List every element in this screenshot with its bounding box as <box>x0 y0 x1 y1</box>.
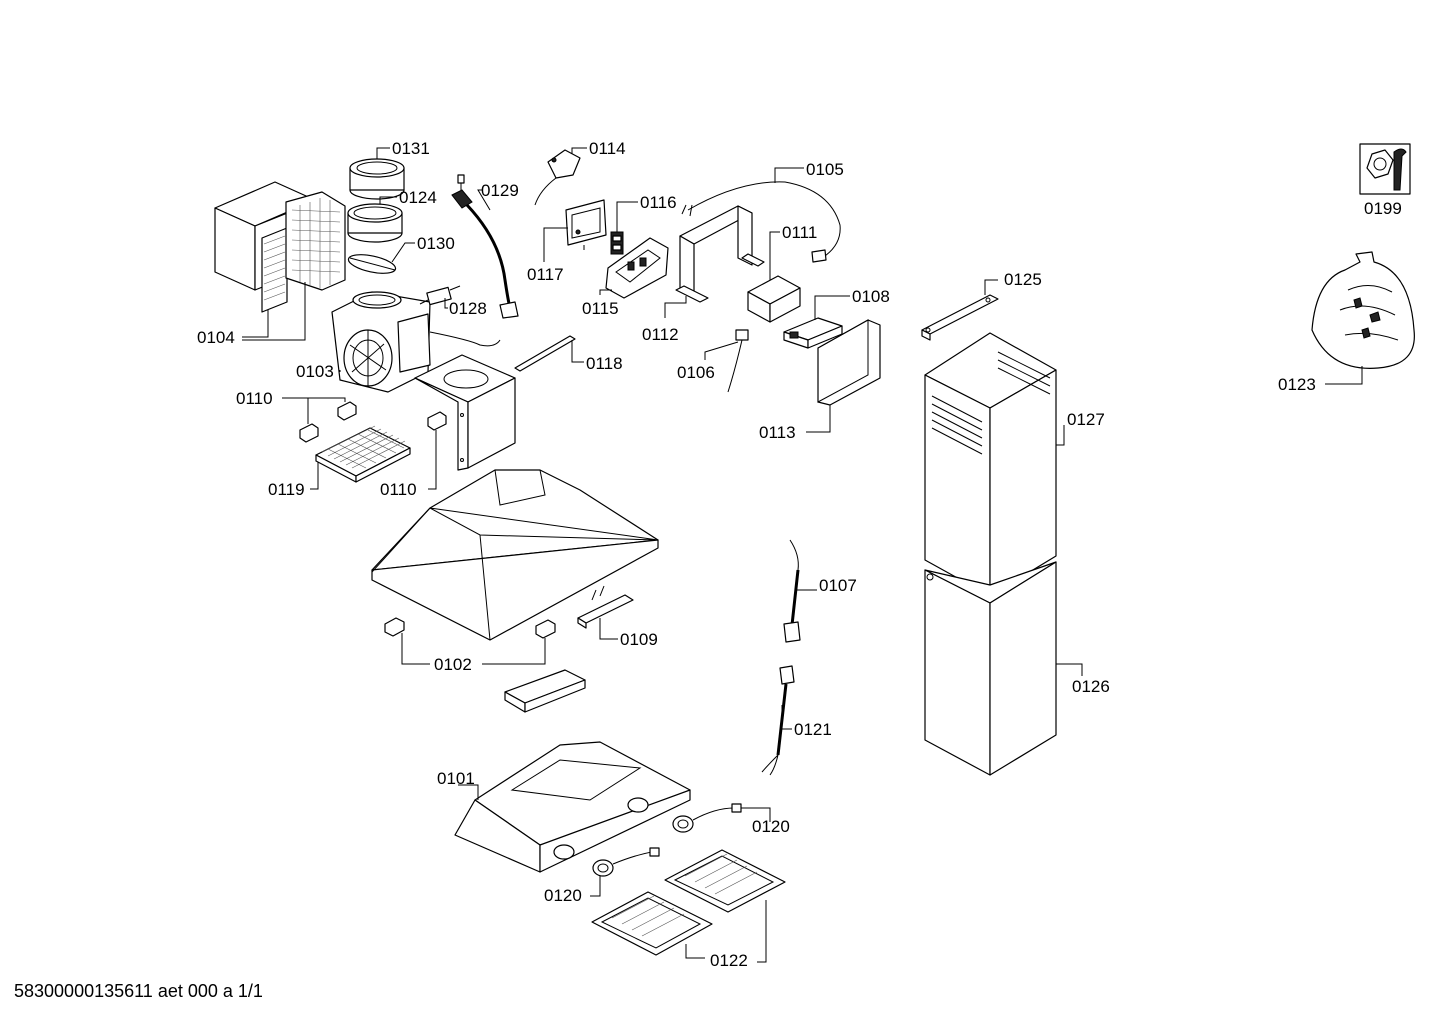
label-0111: 0111 <box>782 223 817 242</box>
part-0106-connector[interactable] <box>727 329 749 393</box>
label-0124: 0124 <box>399 188 437 207</box>
part-0129-cable[interactable] <box>451 174 519 319</box>
wrench-nut-icon[interactable] <box>1359 143 1411 195</box>
label-0126: 0126 <box>1072 677 1110 696</box>
label-0129: 0129 <box>481 181 519 200</box>
document-id-footer: 58300000135611 aet 000 a 1/1 <box>14 981 263 1001</box>
label-0116: 0116 <box>640 193 677 212</box>
part-0101-lower-housing[interactable] <box>454 741 691 873</box>
label-0121: 0121 <box>794 720 832 739</box>
part-0131-flange[interactable] <box>349 158 405 200</box>
label-0106: 0106 <box>677 363 715 382</box>
label-0110-b: 0110 <box>380 480 417 499</box>
label-0122: 0122 <box>710 951 748 970</box>
label-0199: 0199 <box>1364 199 1402 218</box>
part-0110-clips[interactable] <box>299 401 447 443</box>
part-0103-blower-motor[interactable] <box>331 291 501 393</box>
label-0102: 0102 <box>434 655 472 674</box>
label-0117: 0117 <box>527 265 564 284</box>
label-0103: 0103 <box>296 362 334 381</box>
label-0120-a: 0120 <box>752 817 790 836</box>
label-0128: 0128 <box>449 299 487 318</box>
accessory-bag-icon[interactable] <box>1311 251 1415 369</box>
label-0110-a: 0110 <box>236 389 273 408</box>
part-0105-wiring[interactable] <box>681 181 841 263</box>
part-0119-grease-filter[interactable] <box>315 425 411 483</box>
part-0121-harness[interactable] <box>761 665 795 776</box>
label-0125: 0125 <box>1004 270 1042 289</box>
part-lamp-tray[interactable] <box>504 669 586 713</box>
label-0130: 0130 <box>417 234 455 253</box>
part-0111-ballast-box[interactable] <box>747 275 801 323</box>
label-0131: 0131 <box>392 139 430 158</box>
part-0124-flange[interactable] <box>347 203 403 243</box>
part-0112-cover[interactable] <box>675 205 765 303</box>
part-0115-control-box[interactable] <box>605 237 669 299</box>
part-0117-bracket[interactable] <box>565 199 607 250</box>
label-0123: 0123 <box>1278 375 1316 394</box>
label-0127: 0127 <box>1067 410 1105 429</box>
part-0125-bracket[interactable] <box>921 294 999 341</box>
part-0126-lower-chimney[interactable] <box>924 561 1057 776</box>
label-0108: 0108 <box>852 287 890 306</box>
label-0115: 0115 <box>582 299 619 318</box>
part-0127-upper-chimney[interactable] <box>924 332 1057 597</box>
part-0114-plug[interactable] <box>534 149 581 206</box>
label-0109: 0109 <box>620 630 658 649</box>
part-0122-filters[interactable] <box>591 849 786 956</box>
label-0107: 0107 <box>819 576 857 595</box>
part-hood-canopy[interactable] <box>371 469 659 641</box>
label-0101: 0101 <box>437 769 475 788</box>
label-0120-b: 0120 <box>544 886 582 905</box>
label-0118: 0118 <box>586 354 623 373</box>
part-0118-strip[interactable] <box>514 335 576 372</box>
part-0130-valve[interactable] <box>347 251 397 277</box>
part-0107-harness[interactable] <box>783 539 801 643</box>
label-0114: 0114 <box>589 139 626 158</box>
part-motor-housing[interactable] <box>414 354 516 471</box>
part-0102-clips[interactable] <box>384 617 556 639</box>
part-0116-switch[interactable] <box>610 231 624 255</box>
label-0119: 0119 <box>268 480 305 499</box>
part-0109-switchboard[interactable] <box>577 585 634 629</box>
part-0113-panel[interactable] <box>817 319 881 406</box>
label-0105: 0105 <box>806 160 844 179</box>
label-0113: 0113 <box>759 423 796 442</box>
part-0120-lamp-holder-b[interactable] <box>592 847 660 877</box>
label-0104: 0104 <box>197 328 235 347</box>
part-0104-filter-box[interactable] <box>214 181 346 313</box>
part-0120-lamp-holder-a[interactable] <box>672 803 742 833</box>
label-0112: 0112 <box>642 325 679 344</box>
